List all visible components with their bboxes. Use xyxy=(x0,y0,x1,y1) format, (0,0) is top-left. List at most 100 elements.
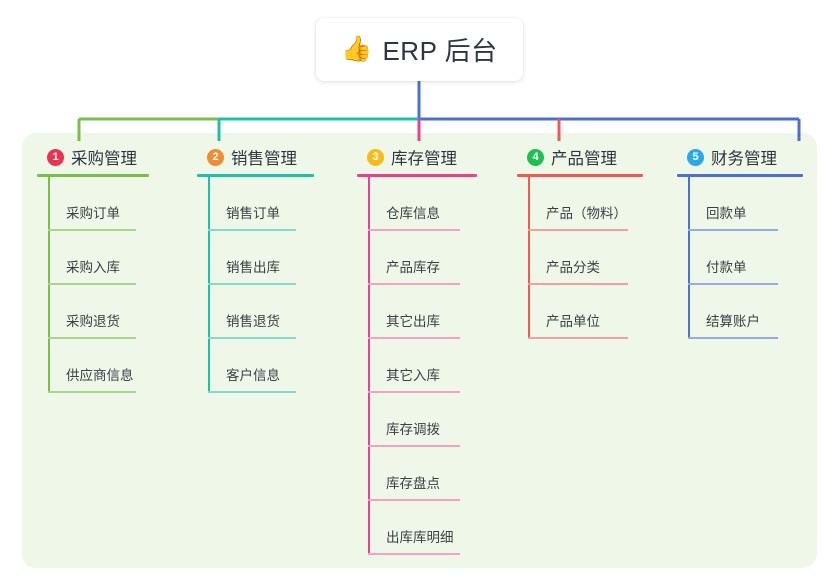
module-header-rule-4 xyxy=(517,174,643,177)
module-badge-1: 1 xyxy=(47,148,64,166)
module-items-3: 仓库信息产品库存其它出库其它入库库存调拨库存盘点出库库明细 xyxy=(357,177,477,555)
menu-item-rule xyxy=(368,229,460,231)
menu-item-label: 付款单 xyxy=(706,260,747,275)
menu-item-rule xyxy=(48,283,136,285)
menu-item[interactable]: 供应商信息 xyxy=(37,339,149,393)
module-title-1: 采购管理 xyxy=(71,150,137,168)
module-spine-5 xyxy=(688,177,690,339)
module-title-3: 库存管理 xyxy=(391,150,457,168)
menu-item-rule xyxy=(48,391,136,393)
menu-item-rule xyxy=(208,391,296,393)
menu-item[interactable]: 产品分类 xyxy=(517,231,643,285)
module-items-1: 采购订单采购入库采购退货供应商信息 xyxy=(37,177,149,393)
menu-item-rule xyxy=(368,337,460,339)
menu-item-rule xyxy=(48,337,136,339)
module-spine-4 xyxy=(528,177,530,339)
menu-item-rule xyxy=(528,229,628,231)
module-header-rule-2 xyxy=(197,174,314,177)
menu-item[interactable]: 结算账户 xyxy=(677,285,803,339)
menu-item-label: 出库库明细 xyxy=(386,530,454,545)
root-node-erp-backend[interactable]: 👍 ERP 后台 xyxy=(316,18,523,81)
menu-item-label: 库存盘点 xyxy=(386,476,440,491)
module-items-4: 产品（物料） 产品分类产品单位 xyxy=(517,177,643,339)
menu-item[interactable]: 产品库存 xyxy=(357,231,477,285)
menu-item[interactable]: 采购退货 xyxy=(37,285,149,339)
menu-item[interactable]: 其它入库 xyxy=(357,339,477,393)
menu-item-rule xyxy=(368,499,460,501)
menu-item[interactable]: 采购入库 xyxy=(37,231,149,285)
modules-panel xyxy=(22,133,817,568)
menu-item[interactable]: 采购订单 xyxy=(37,177,149,231)
module-column-3: 3 库存管理仓库信息产品库存其它出库其它入库库存调拨库存盘点出库库明细 xyxy=(357,145,477,555)
menu-item-label: 产品库存 xyxy=(386,260,440,275)
menu-item[interactable]: 其它出库 xyxy=(357,285,477,339)
module-header-3[interactable]: 3 库存管理 xyxy=(357,145,477,169)
menu-item-label: 产品分类 xyxy=(546,260,600,275)
menu-item-rule xyxy=(688,229,778,231)
menu-item-rule xyxy=(368,283,460,285)
module-header-rule-5 xyxy=(677,174,803,177)
menu-item[interactable]: 销售订单 xyxy=(197,177,314,231)
menu-item-rule xyxy=(688,283,778,285)
menu-item-label: 采购入库 xyxy=(66,260,120,275)
module-title-2: 销售管理 xyxy=(231,150,297,168)
menu-item-label: 客户信息 xyxy=(226,368,280,383)
menu-item[interactable]: 产品单位 xyxy=(517,285,643,339)
menu-item-rule xyxy=(368,391,460,393)
menu-item-label: 结算账户 xyxy=(706,314,760,329)
menu-item-rule xyxy=(368,553,460,555)
module-badge-3: 3 xyxy=(367,148,384,166)
menu-item-rule xyxy=(688,337,778,339)
menu-item-label: 产品单位 xyxy=(546,314,600,329)
module-spine-2 xyxy=(208,177,210,393)
menu-item-label: 回款单 xyxy=(706,206,747,221)
module-items-5: 回款单付款单结算账户 xyxy=(677,177,803,339)
menu-item[interactable]: 产品（物料） xyxy=(517,177,643,231)
menu-item[interactable]: 出库库明细 xyxy=(357,501,477,555)
module-badge-5: 5 xyxy=(687,148,704,166)
menu-item-rule xyxy=(368,445,460,447)
module-column-5: 5 财务管理回款单付款单结算账户 xyxy=(677,145,803,339)
module-column-2: 2 销售管理销售订单销售出库销售退货客户信息 xyxy=(197,145,314,393)
menu-item[interactable]: 销售退货 xyxy=(197,285,314,339)
menu-item[interactable]: 库存盘点 xyxy=(357,447,477,501)
menu-item-rule xyxy=(528,337,628,339)
module-header-4[interactable]: 4 产品管理 xyxy=(517,145,643,169)
module-header-1[interactable]: 1 采购管理 xyxy=(37,145,149,169)
menu-item-label: 产品（物料） xyxy=(546,206,627,221)
menu-item-label: 其它入库 xyxy=(386,368,440,383)
menu-item-label: 供应商信息 xyxy=(66,368,134,383)
module-header-rule-3 xyxy=(357,174,477,177)
module-title-4: 产品管理 xyxy=(551,150,617,168)
menu-item-rule xyxy=(208,337,296,339)
menu-item-label: 仓库信息 xyxy=(386,206,440,221)
menu-item-label: 销售退货 xyxy=(226,314,280,329)
menu-item[interactable]: 付款单 xyxy=(677,231,803,285)
module-header-2[interactable]: 2 销售管理 xyxy=(197,145,314,169)
menu-item-label: 其它出库 xyxy=(386,314,440,329)
menu-item-label: 采购订单 xyxy=(66,206,120,221)
menu-item[interactable]: 回款单 xyxy=(677,177,803,231)
module-items-2: 销售订单销售出库销售退货客户信息 xyxy=(197,177,314,393)
menu-item-label: 库存调拨 xyxy=(386,422,440,437)
menu-item[interactable]: 销售出库 xyxy=(197,231,314,285)
menu-item-label: 采购退货 xyxy=(66,314,120,329)
module-header-5[interactable]: 5 财务管理 xyxy=(677,145,803,169)
thumbs-up-icon: 👍 xyxy=(341,35,373,63)
module-title-5: 财务管理 xyxy=(711,150,777,168)
module-column-1: 1 采购管理采购订单采购入库采购退货供应商信息 xyxy=(37,145,149,393)
module-badge-4: 4 xyxy=(527,148,544,166)
menu-item-label: 销售订单 xyxy=(226,206,280,221)
menu-item[interactable]: 库存调拨 xyxy=(357,393,477,447)
menu-item-label: 销售出库 xyxy=(226,260,280,275)
menu-item-rule xyxy=(528,283,628,285)
menu-item-rule xyxy=(208,283,296,285)
menu-item[interactable]: 客户信息 xyxy=(197,339,314,393)
module-spine-3 xyxy=(368,177,370,555)
menu-item-rule xyxy=(48,229,136,231)
module-header-rule-1 xyxy=(37,174,149,177)
menu-item[interactable]: 仓库信息 xyxy=(357,177,477,231)
module-column-4: 4 产品管理产品（物料） 产品分类产品单位 xyxy=(517,145,643,339)
module-badge-2: 2 xyxy=(207,148,224,166)
